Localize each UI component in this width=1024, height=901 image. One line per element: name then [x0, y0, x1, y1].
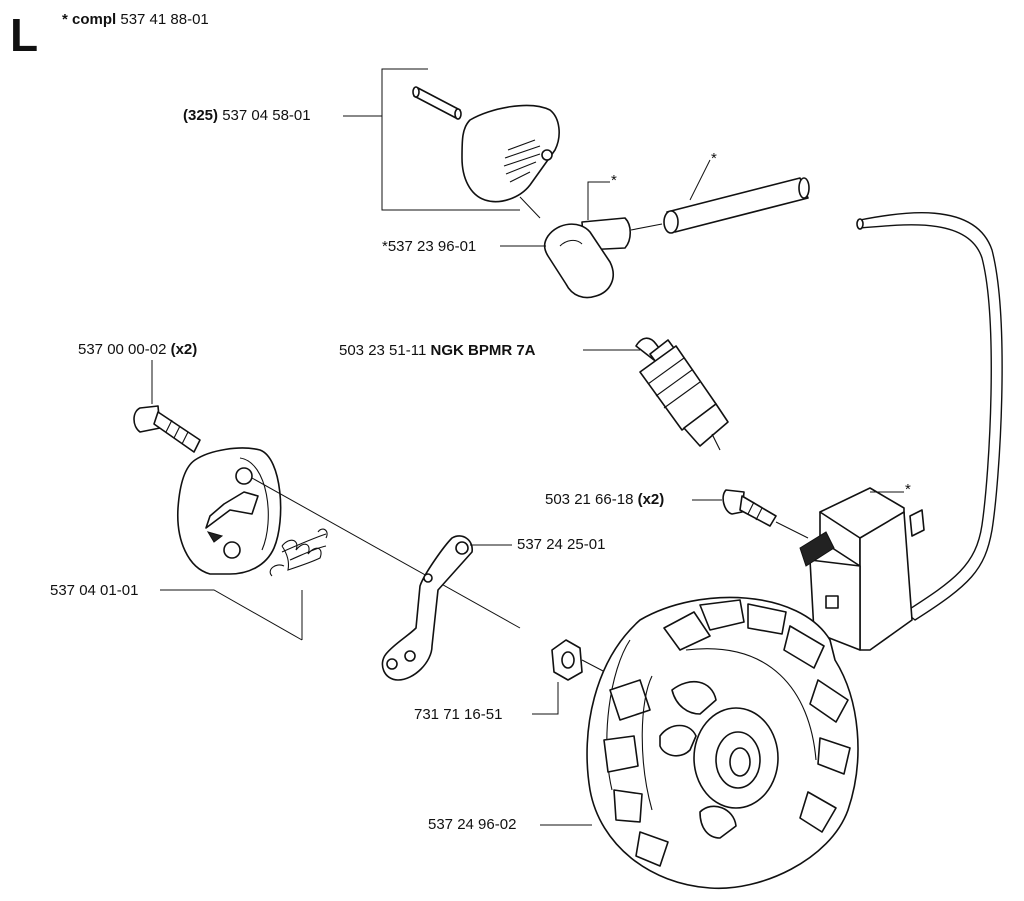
module-star: *: [905, 481, 911, 498]
boot-label: *537 23 96-01: [382, 238, 477, 255]
clutch-assembly: [177, 447, 282, 575]
spark-plug-label: 503 23 51-11 NGK BPMR 7A: [339, 342, 536, 360]
header-prefix: * compl: [62, 11, 117, 28]
clutch-screw: [133, 405, 201, 453]
nut-leader: [532, 682, 559, 715]
module-screw-qty: (x2): [637, 491, 665, 508]
module-screw-axis: [775, 521, 809, 539]
spark-plug: [635, 337, 729, 451]
plug-name: NGK BPMR 7A: [430, 342, 536, 359]
nut-label: 731 71 16-51: [414, 706, 503, 723]
flange-nut: [551, 639, 583, 681]
clutch-leader: [160, 589, 303, 641]
module-screw-number: 503 21 66-18: [545, 491, 634, 508]
cap-number: 537 04 58-01: [222, 107, 311, 124]
module-screw: [722, 489, 777, 527]
screw-number: 537 00 00-02: [78, 341, 167, 358]
screw-label: 537 00 00-02 (x2): [78, 341, 197, 359]
cap-label: (325) 537 04 58-01: [183, 107, 311, 125]
ignition-boot: [543, 217, 663, 299]
assembly-axis-line: [251, 477, 521, 629]
stop-lever: [381, 535, 473, 681]
plug-number: 503 23 51-11: [339, 342, 427, 359]
ignition-module: [799, 487, 925, 651]
section-letter: L: [10, 9, 39, 61]
tube-star: *: [711, 150, 717, 167]
tube-star-leader: [689, 159, 711, 201]
cap-pin: [412, 86, 462, 120]
boot-star: *: [611, 172, 617, 189]
nut-axis: [581, 659, 606, 673]
spark-plug-cap: [461, 104, 560, 203]
clutch-spring: [269, 528, 328, 577]
cap-bracket: [343, 68, 541, 219]
clutch-label: 537 04 01-01: [50, 582, 139, 599]
module-screw-label: 503 21 66-18 (x2): [545, 491, 664, 509]
cap-ref: (325): [183, 107, 219, 124]
protection-tube: [663, 177, 810, 234]
lever-label: 537 24 25-01: [517, 536, 606, 553]
header-number: 537 41 88-01: [120, 11, 209, 28]
flywheel: [586, 596, 859, 890]
screw-qty: (x2): [170, 341, 198, 358]
flywheel-label: 537 24 96-02: [428, 816, 517, 833]
boot-star-leader: [587, 181, 610, 220]
assembly-header: * compl 537 41 88-01: [62, 11, 209, 28]
